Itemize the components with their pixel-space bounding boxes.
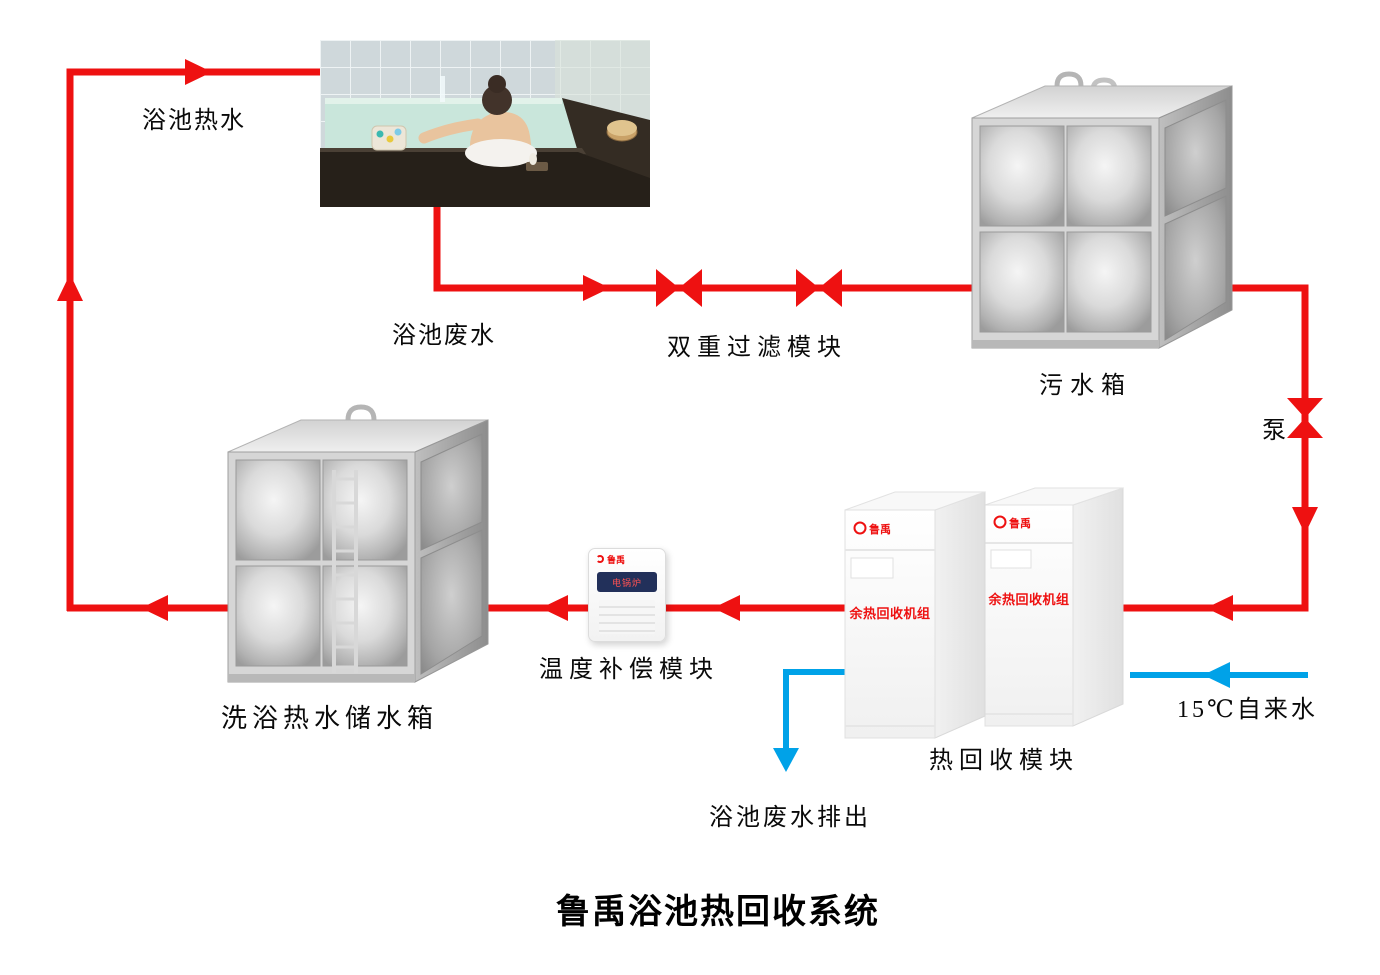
brand-text: 鲁禹 bbox=[607, 554, 626, 565]
wood-deck bbox=[562, 98, 650, 180]
arrow-down-icon bbox=[773, 748, 799, 772]
caddy-dot bbox=[376, 130, 384, 138]
sewage-tank bbox=[965, 58, 1255, 358]
arrow-left-icon bbox=[541, 595, 568, 621]
bath-photo-illustration bbox=[320, 40, 650, 207]
brand-swirl-icon bbox=[993, 515, 1007, 529]
tub-edge bbox=[320, 152, 650, 207]
temp-device-header: 鲁禹 bbox=[589, 549, 665, 569]
label-double-filter-module: 双重过滤模块 bbox=[667, 335, 847, 361]
arrow-up-icon bbox=[57, 274, 83, 301]
control-panel bbox=[850, 557, 894, 579]
sake-set bbox=[526, 153, 548, 171]
wooden-bucket-top bbox=[607, 120, 637, 136]
arrow-left-icon bbox=[141, 595, 168, 621]
tank-pipe bbox=[345, 404, 377, 452]
control-panel bbox=[990, 549, 1032, 569]
tank-ladder bbox=[332, 470, 358, 673]
brand-swirl-icon bbox=[853, 521, 867, 535]
temp-device-text: 电锅炉 bbox=[611, 577, 642, 588]
arrow-left-icon bbox=[713, 595, 740, 621]
label-hot-storage-tank: 洗浴热水储水箱 bbox=[221, 704, 439, 733]
hot-water-supply-pipe bbox=[66, 68, 322, 611]
page-title: 鲁禹浴池热回收系统 bbox=[556, 893, 880, 931]
arrow-left-icon bbox=[1206, 595, 1233, 621]
waste-discharge-pipe bbox=[783, 669, 845, 752]
arrow-left-icon bbox=[1203, 662, 1230, 688]
arrow-down-icon bbox=[1292, 507, 1318, 534]
label-pump: 泵 bbox=[1262, 418, 1286, 444]
brand-text: 鲁禹 bbox=[869, 522, 891, 536]
pump-valve-icon bbox=[1287, 398, 1323, 438]
label-heat-recovery-module: 热回收模块 bbox=[929, 748, 1079, 774]
sewage-tank-graphic bbox=[971, 71, 1233, 349]
caddy-dot bbox=[386, 135, 394, 143]
bath-photo bbox=[320, 40, 650, 207]
heat-recovery-unit-right: 鲁禹 余热回收机组 bbox=[984, 487, 1124, 727]
unit-front-text: 余热回收机组 bbox=[987, 592, 1069, 607]
unit-front-text: 余热回收机组 bbox=[848, 606, 930, 621]
water-stream bbox=[440, 76, 445, 102]
label-bath-hot-water: 浴池热水 bbox=[142, 108, 246, 134]
bather-figure bbox=[418, 75, 537, 167]
heat-recovery-units-graphic: 鲁禹 余热回收机组 鲁禹 余热回收机组 bbox=[844, 487, 1124, 739]
temp-compensation-device: 鲁禹 电锅炉 bbox=[588, 548, 666, 642]
tank-body bbox=[971, 85, 1233, 349]
label-sewage-tank: 污水箱 bbox=[1039, 373, 1132, 399]
label-waste-water-discharge: 浴池废水排出 bbox=[709, 805, 871, 831]
arrow-right-icon bbox=[583, 275, 610, 301]
heat-recovery-unit-left: 鲁禹 余热回收机组 bbox=[844, 491, 986, 739]
heat-recovery-units: 鲁禹 余热回收机组 鲁禹 余热回收机组 bbox=[830, 468, 1140, 768]
hot-water-storage-tank bbox=[218, 395, 513, 695]
storage-tank-graphic bbox=[227, 404, 489, 683]
brand-text: 鲁禹 bbox=[1009, 516, 1031, 530]
label-bath-waste-water: 浴池废水 bbox=[392, 323, 496, 349]
temp-device-screen: 电锅炉 bbox=[597, 572, 657, 592]
caddy-dot bbox=[394, 128, 402, 136]
temp-device-vents bbox=[599, 600, 655, 634]
label-tap-water: 15℃自来水 bbox=[1177, 697, 1318, 723]
arrow-right-icon bbox=[185, 59, 212, 85]
label-temp-compensation-module: 温度补偿模块 bbox=[539, 657, 719, 683]
tank-pipe bbox=[1054, 71, 1084, 118]
filter-valve-icon bbox=[796, 269, 842, 307]
brand-swirl-icon bbox=[596, 555, 604, 563]
filter-valve-icon bbox=[656, 269, 702, 307]
